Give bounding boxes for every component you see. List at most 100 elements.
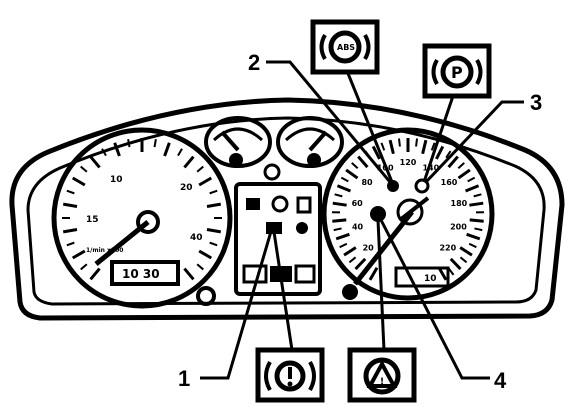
abs-warning-icon: ABS: [310, 19, 380, 75]
abs-indicator-lamp: [387, 180, 399, 192]
speedo-tick: [459, 256, 468, 264]
speedo-tick: [368, 266, 379, 281]
speedo-tick: [421, 139, 428, 155]
speedo-tick: [332, 218, 347, 223]
leader-lines: [200, 60, 524, 380]
cluster-housing: [9, 97, 565, 321]
tach-tick: [206, 227, 222, 234]
coolant-lamp: [246, 198, 260, 210]
callout-number-1: 1: [178, 366, 190, 391]
speedo-label-180: 180: [451, 199, 468, 208]
tach-tick: [101, 148, 107, 157]
tach-tick: [89, 267, 101, 281]
parking-icon-text: P: [451, 63, 463, 82]
speedo-hub: [370, 206, 386, 222]
speedo-tick: [343, 246, 357, 257]
callout-number-3: 3: [530, 90, 542, 115]
hazard-icon-text: !: [380, 377, 384, 387]
dimmer-knob: [196, 286, 216, 306]
speedo-tick: [469, 218, 484, 223]
speedo-tick: [336, 184, 351, 193]
speedo-tick: [339, 242, 348, 249]
tach-tick: [183, 155, 195, 169]
hazard-warning-icon: !: [347, 347, 417, 403]
trip-readout: 10: [424, 274, 437, 284]
tach-tick: [153, 139, 157, 148]
tach-tick: [198, 176, 213, 187]
tach-label-40: 40: [190, 233, 203, 243]
speedo-label-120: 120: [400, 158, 417, 167]
turn-lamp-left: [242, 264, 268, 284]
tach-label-20: 20: [180, 183, 193, 193]
speedo-tick: [354, 257, 367, 271]
speedo-tick: [380, 142, 386, 151]
speedo-tick: [430, 142, 436, 151]
tach-tick: [183, 267, 195, 281]
hazard-lamp: [296, 222, 308, 234]
speedo-label-80: 80: [361, 178, 373, 187]
leader-line-1: [200, 227, 274, 380]
leader-line-4: [378, 217, 490, 380]
tach-tick: [196, 165, 204, 173]
parking-brake-icon: P: [422, 43, 492, 99]
speedo-tick: [388, 139, 395, 155]
speedo-tick: [469, 201, 484, 207]
tach-tick: [196, 263, 204, 271]
tach-unit-label: 1/min x100: [86, 247, 123, 254]
speedo-label-140: 140: [422, 163, 439, 172]
speedo-tick: [457, 162, 465, 169]
tach-hub: [136, 210, 160, 234]
speedo-tick: [466, 232, 481, 241]
tach-tick: [89, 155, 101, 169]
callout-number-2: 2: [248, 50, 260, 75]
leader-hazard-box: [376, 219, 386, 351]
tach-tick: [62, 202, 78, 209]
speedo-tick: [447, 267, 455, 276]
speedo-label-20: 20: [363, 243, 375, 252]
center-knob: [263, 163, 281, 181]
tach-tick: [127, 139, 131, 148]
tach-tick: [62, 227, 78, 234]
temperature-icon: [229, 153, 243, 167]
speedo-tick: [351, 162, 359, 169]
speedo-tick: [397, 138, 401, 147]
tach-tick: [80, 263, 88, 271]
speedo-tick: [465, 184, 480, 193]
leader-line-2: [266, 60, 392, 183]
speedo-label-220: 220: [439, 243, 456, 252]
leader-line-3: [424, 100, 524, 184]
speedo-tick: [371, 145, 381, 160]
speedo-tick: [473, 193, 482, 198]
speedo-needle: [353, 210, 414, 286]
speedo-tick: [333, 227, 342, 232]
speedo-needle-tail: [398, 196, 430, 222]
battery-lamp: [296, 196, 312, 214]
parking-indicator-lamp: [414, 178, 430, 194]
tach-tick: [206, 202, 222, 209]
odometer-readout: 10 30: [122, 267, 160, 281]
leader-abs-box: [343, 65, 394, 183]
speedo-tick: [357, 155, 369, 169]
reset-knob: [342, 284, 358, 300]
speedo-label-60: 60: [352, 199, 364, 208]
temperature-gauge: [204, 116, 272, 168]
tach-tick: [163, 142, 171, 157]
tachometer: 10 15 20 40 1/min x100 10 30: [51, 127, 233, 309]
abs-icon-text: ABS: [337, 43, 355, 52]
tach-tick: [66, 241, 75, 247]
speedo-tick: [335, 232, 350, 241]
speedo-tick: [437, 266, 448, 281]
tach-tick: [177, 148, 183, 157]
oil-lamp: [271, 195, 289, 213]
speedo-tick: [449, 257, 462, 271]
speedo-tick: [345, 168, 359, 180]
odometer-window: [110, 260, 180, 286]
speedo-tick: [348, 256, 357, 264]
tach-tick: [66, 189, 75, 195]
leader-parking-box: [422, 89, 457, 183]
speedo-tick: [474, 227, 483, 232]
tach-label-10: 10: [110, 175, 123, 185]
tach-tick: [113, 142, 121, 157]
warning-lamp-panel: [234, 163, 322, 296]
